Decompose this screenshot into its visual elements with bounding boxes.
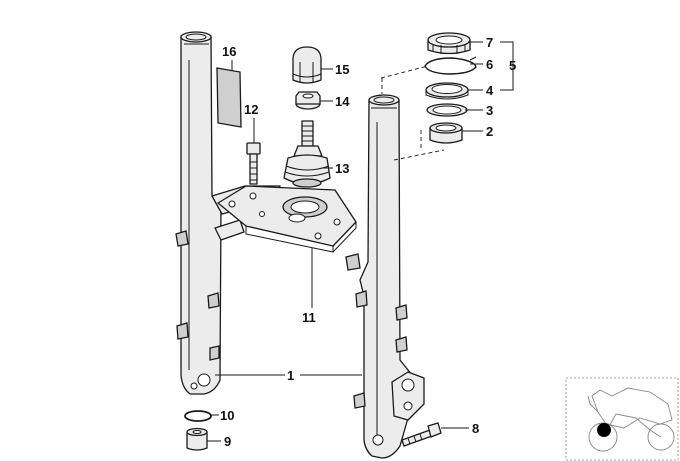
callout-10: 10 (220, 408, 234, 423)
decal-sticker (216, 67, 242, 128)
axle-bolt (401, 422, 442, 447)
bearing-bush (429, 122, 463, 144)
callout-9: 9 (224, 434, 231, 449)
callout-11: 11 (302, 310, 316, 325)
callout-3: 3 (486, 103, 493, 118)
callout-8: 8 (472, 421, 479, 436)
callout-1: 1 (287, 368, 294, 383)
steering-stem-pin (283, 120, 331, 188)
callout-16: 16 (222, 44, 236, 59)
hex-nut (295, 91, 321, 110)
o-ring (184, 410, 212, 422)
seal-ring (426, 103, 468, 117)
circlip (424, 56, 477, 75)
leader-lines (207, 41, 514, 442)
callout-labels: 1 2 3 4 5 6 7 8 9 10 11 12 13 14 15 16 (220, 35, 516, 449)
assembly-guide-lines (380, 65, 445, 161)
adjusting-ring (427, 32, 471, 55)
spacer-ring (425, 82, 469, 100)
callout-12: 12 (244, 102, 258, 117)
callout-13: 13 (335, 161, 349, 176)
bolt (246, 142, 261, 185)
callout-6: 6 (486, 57, 493, 72)
callout-14: 14 (335, 94, 350, 109)
cap-nut (292, 46, 322, 84)
callout-7: 7 (486, 35, 493, 50)
plug-screw (186, 427, 208, 451)
left-fork-tube (175, 31, 222, 395)
right-fork-tube (345, 94, 425, 459)
motorcycle-locator-thumbnail (565, 377, 679, 461)
callout-15: 15 (335, 62, 349, 77)
callout-5: 5 (509, 58, 516, 73)
location-marker-icon (597, 423, 611, 437)
callout-4: 4 (486, 83, 494, 98)
callout-2: 2 (486, 124, 493, 139)
lower-fork-bridge (217, 185, 357, 253)
